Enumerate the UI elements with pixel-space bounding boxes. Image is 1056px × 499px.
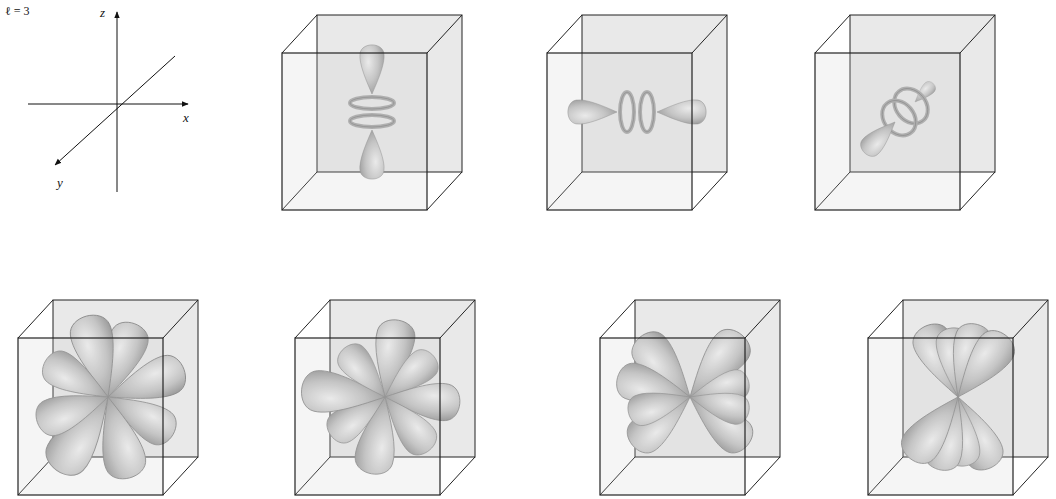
quantum-number-label: ℓ = 3 [5, 5, 30, 17]
axis-label: y [57, 176, 63, 189]
orbital-cube [600, 300, 780, 495]
axis-label: x [183, 111, 189, 124]
orbital-cube [295, 300, 475, 495]
axis-label: z [100, 6, 105, 19]
orbital-cube [868, 300, 1048, 495]
orbital-cube [815, 15, 995, 210]
orbital-cube [282, 15, 462, 210]
coordinate-axes [28, 12, 188, 192]
orbital-cube [18, 300, 198, 495]
orbital-cube [547, 15, 727, 210]
